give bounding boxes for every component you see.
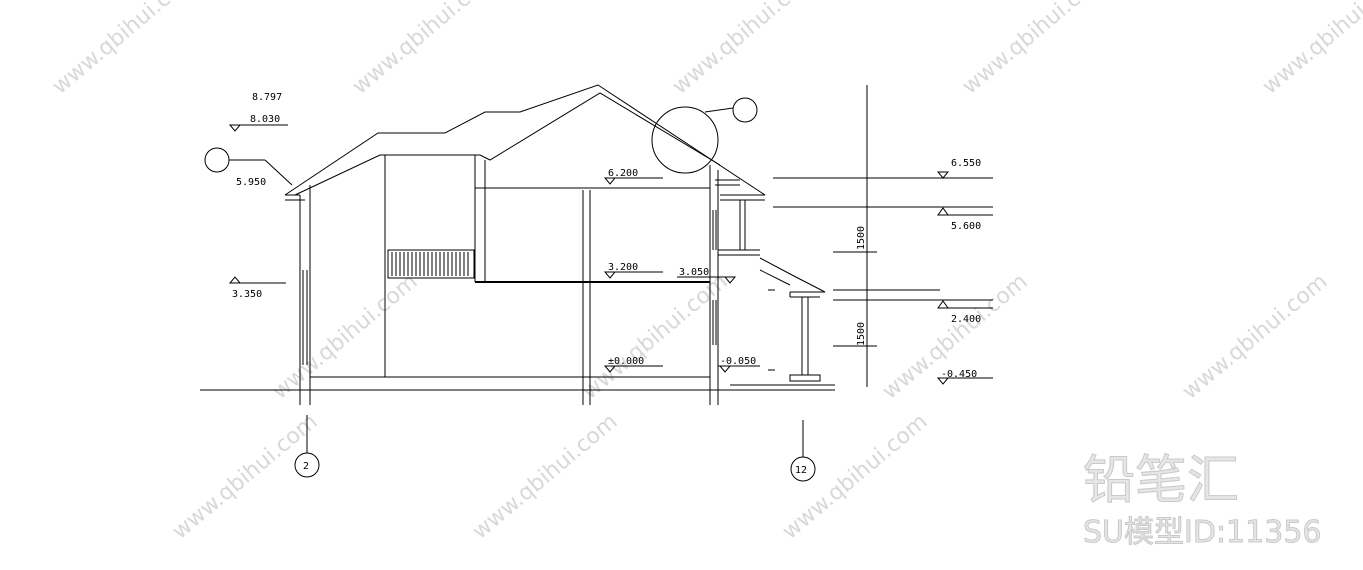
- elevation-step-right: -0.050: [718, 356, 760, 373]
- elevation-right-upper: 5.600: [937, 207, 993, 232]
- elevation-left-eave: 5.950: [236, 177, 266, 188]
- svg-text:-0.050: -0.050: [720, 356, 756, 367]
- watermark-site: www.qbihui.com: [1258, 0, 1363, 100]
- axis-marker-right: 12: [790, 420, 816, 482]
- svg-text:6.200: 6.200: [608, 168, 638, 179]
- svg-text:2.400: 2.400: [951, 314, 981, 325]
- elevation-right-lower: 2.400: [937, 300, 993, 325]
- axis-marker-left: 2: [294, 415, 320, 478]
- elevation-left-mid: 3.350: [228, 276, 286, 300]
- left-wall: [299, 185, 311, 405]
- watermark-site: www.qbihui.com: [878, 269, 1033, 404]
- watermark-site: www.qbihui.com: [778, 409, 933, 544]
- stair-railing: [387, 249, 475, 279]
- watermark-site: www.qbihui.com: [578, 269, 733, 404]
- brand-logo-text: 铅笔汇: [1083, 451, 1239, 511]
- watermark-site: www.qbihui.com: [348, 0, 503, 100]
- watermark-site: www.qbihui.com: [168, 409, 323, 544]
- brand-model-id: SU模型ID:11356: [1083, 515, 1322, 550]
- dimension-column: 1500 1500: [773, 85, 993, 387]
- svg-text:3.200: 3.200: [608, 262, 638, 273]
- watermark-site: www.qbihui.com: [48, 0, 203, 100]
- svg-text:5.600: 5.600: [951, 221, 981, 232]
- elevation-left-ridge: 8.030: [228, 114, 288, 132]
- svg-text:6.550: 6.550: [951, 158, 981, 169]
- watermark-site: www.qbihui.com: [1178, 269, 1333, 404]
- svg-text:3.350: 3.350: [232, 289, 262, 300]
- interior-walls: [310, 155, 719, 405]
- elevation-mid-step: 3.050: [677, 267, 737, 284]
- svg-text:-0.450: -0.450: [941, 369, 977, 380]
- dimension-lower: 1500: [856, 322, 867, 346]
- svg-text:8.030: 8.030: [250, 114, 280, 125]
- svg-text:2: 2: [303, 461, 309, 472]
- watermark-site: www.qbihui.com: [668, 0, 823, 100]
- elevation-left-ridge-top: 8.797: [252, 92, 282, 103]
- brand-watermark: 铅笔汇 SU模型ID:11356: [1083, 451, 1323, 551]
- elevation-right-top: 6.550: [936, 158, 981, 179]
- svg-text:±0.000: ±0.000: [608, 356, 644, 367]
- roof: [284, 84, 766, 201]
- elevation-mid-lower: 3.200: [603, 262, 663, 279]
- svg-text:12: 12: [795, 465, 807, 476]
- svg-text:3.050: 3.050: [679, 267, 709, 278]
- elevation-right-bottom: -0.450: [936, 369, 977, 385]
- dimension-upper: 1500: [856, 226, 867, 250]
- elevation-mid-upper: 6.200: [603, 168, 663, 185]
- elevation-ground: ±0.000: [603, 356, 663, 373]
- watermark-site: www.qbihui.com: [268, 269, 423, 404]
- detail-callout-roof[interactable]: [651, 97, 758, 174]
- watermark-site: www.qbihui.com: [958, 0, 1113, 100]
- detail-callout-eave[interactable]: [204, 147, 293, 186]
- right-facade: [712, 200, 835, 386]
- svg-text:8.797: 8.797: [252, 92, 282, 103]
- watermark-site: www.qbihui.com: [468, 409, 623, 544]
